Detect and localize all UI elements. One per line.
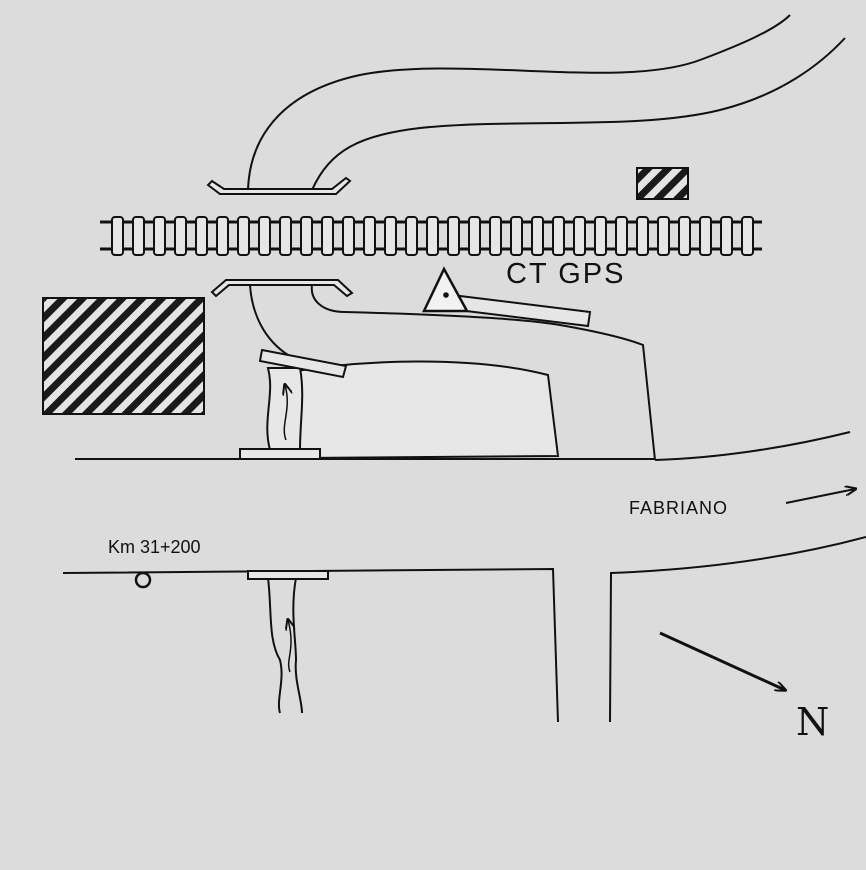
railway-tie	[510, 216, 523, 256]
railway-tie	[447, 216, 460, 256]
flow-arrow-lower-icon	[288, 620, 291, 673]
railway-tie	[468, 216, 481, 256]
building-large	[42, 297, 205, 415]
direction-arrow-icon	[785, 489, 855, 504]
culvert-bottom	[239, 448, 321, 460]
railway-tie	[678, 216, 691, 256]
town-label: FABRIANO	[629, 498, 729, 518]
railway-tie	[720, 216, 733, 256]
railway-tie	[531, 216, 544, 256]
station-label: CT GPS	[506, 258, 626, 290]
railway-tie	[279, 216, 292, 256]
railway-tie	[321, 216, 334, 256]
railway-tie	[111, 216, 124, 256]
bridge-lower	[210, 279, 354, 298]
railway-tie	[552, 216, 565, 256]
railway-tie	[594, 216, 607, 256]
railway-tie	[363, 216, 376, 256]
railway-tie	[636, 216, 649, 256]
building-small	[636, 167, 689, 200]
railway-tie	[342, 216, 355, 256]
railway-tie	[657, 216, 670, 256]
railway-tie	[615, 216, 628, 256]
upper-road	[247, 14, 846, 191]
railway-tie	[258, 216, 271, 256]
railway-tie	[237, 216, 250, 256]
railway-tie	[426, 216, 439, 256]
railway-tie	[195, 216, 208, 256]
railway-tie	[300, 216, 313, 256]
railway-tie	[699, 216, 712, 256]
main-road-south-edge-east	[609, 536, 866, 723]
railway-tie	[132, 216, 145, 256]
railway-tie	[174, 216, 187, 256]
railway-tie	[216, 216, 229, 256]
culvert-top	[258, 348, 348, 379]
north-arrow-icon	[659, 631, 785, 690]
railway-tie	[489, 216, 502, 256]
km-marker-label: Km 31+200	[108, 537, 201, 557]
stream-lower	[267, 577, 303, 714]
railway-tie	[384, 216, 397, 256]
bridge-ramp-road	[249, 284, 289, 356]
km-marker-icon	[134, 571, 152, 589]
north-label: N	[796, 700, 830, 744]
station-symbol-icon	[422, 266, 470, 313]
access-road	[310, 284, 851, 461]
culvert-lower	[247, 570, 329, 580]
paved-area	[288, 360, 560, 460]
flow-arrow-upper-icon	[284, 385, 287, 441]
main-road-south-edge-west	[62, 567, 559, 723]
railway	[100, 216, 762, 256]
railway-tie	[741, 216, 754, 256]
railway-tie	[573, 216, 586, 256]
bridge-upper	[206, 176, 352, 195]
railway-tie	[405, 216, 418, 256]
railway-tie	[153, 216, 166, 256]
